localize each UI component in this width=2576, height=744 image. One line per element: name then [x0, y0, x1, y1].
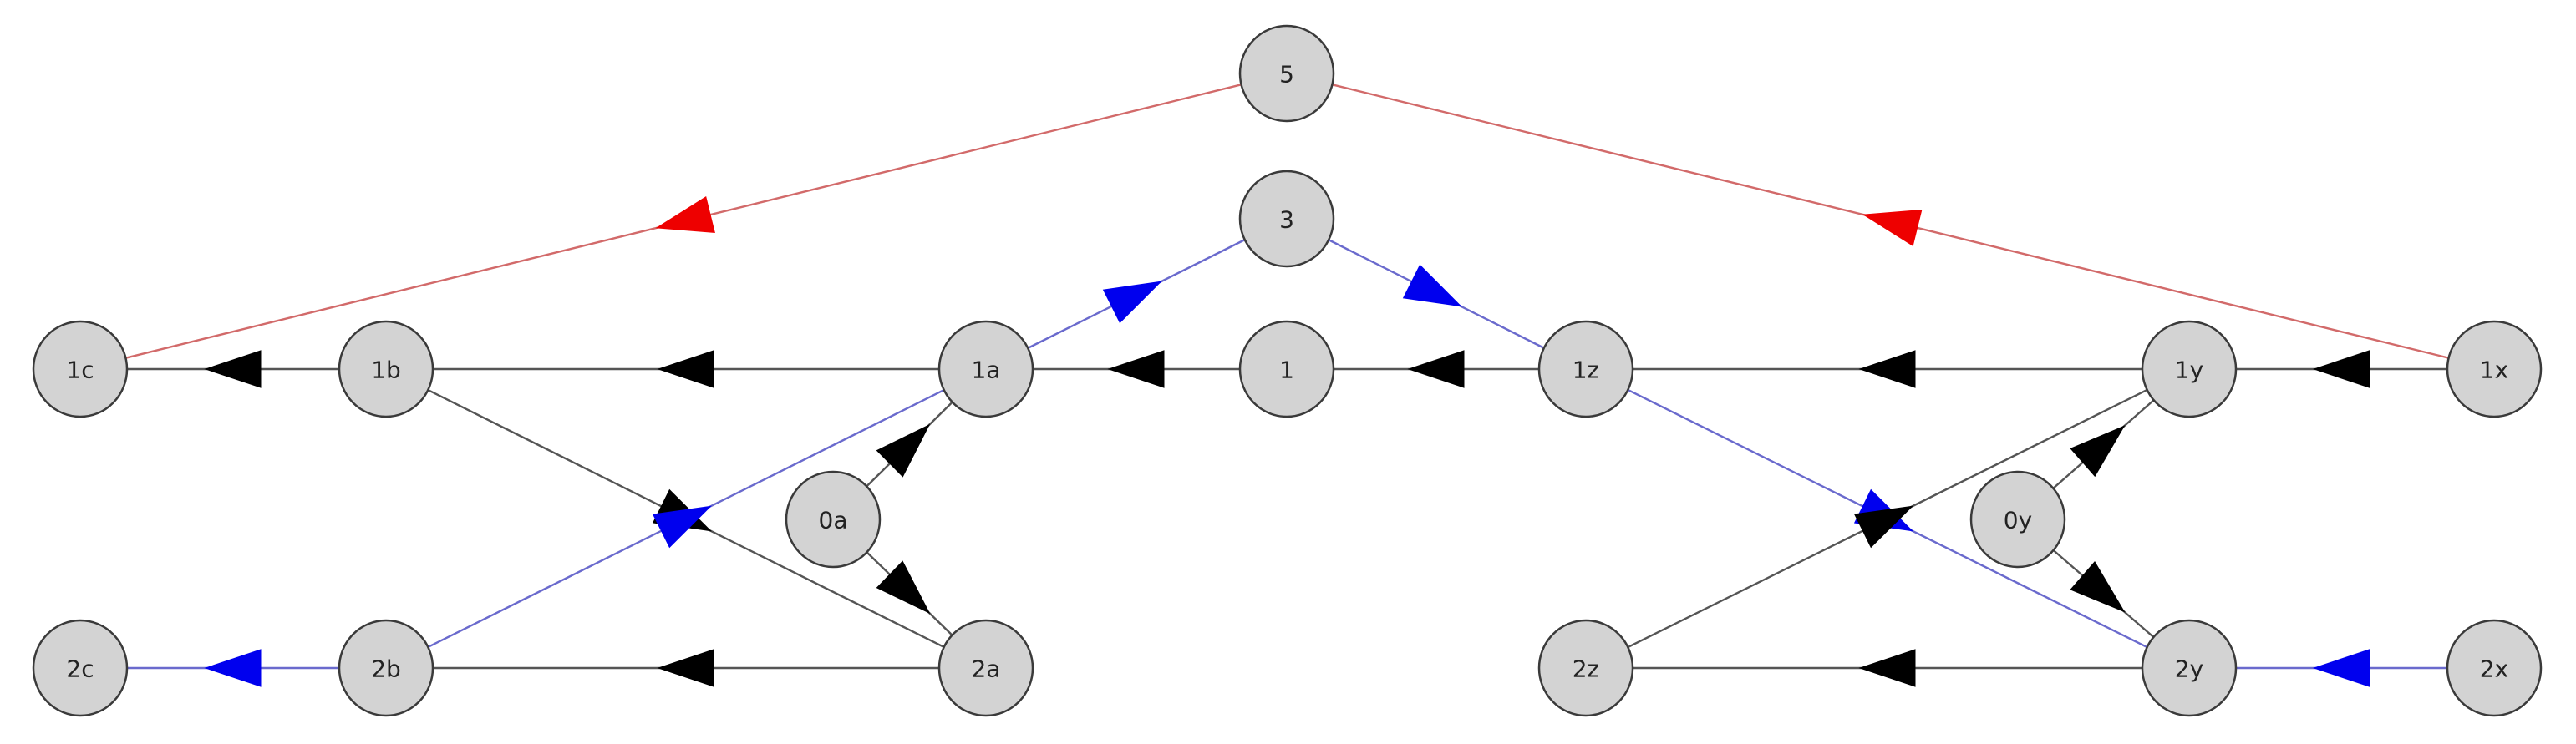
edge-arrowhead [876, 423, 931, 478]
node-1x[interactable]: 1x [2446, 320, 2543, 418]
edge-arrowhead [1407, 350, 1465, 388]
node-label: 1 [1279, 357, 1294, 384]
node-0y[interactable]: 0y [1969, 470, 2066, 569]
edge-arrowhead [652, 505, 712, 549]
edge-1z-to-1 [1334, 350, 1539, 388]
edge-1a-to-1b [433, 350, 939, 388]
edge-2z-to-1y [1627, 388, 2148, 649]
node-1[interactable]: 1 [1238, 320, 1335, 418]
node-layer: 5 3 1 1c 1b 1a 1z 1y 1x 0a 0y 2c 2b 2a 2z 2y 2x [32, 24, 2543, 717]
node-2c[interactable]: 2c [32, 619, 129, 717]
node-label: 1y [2175, 357, 2203, 384]
node-ellipse [338, 320, 434, 418]
node-5[interactable]: 5 [1238, 24, 1335, 123]
node-ellipse [32, 320, 129, 418]
edge-1x-to-5 [1332, 84, 2449, 359]
node-label: 2b [371, 655, 401, 683]
node-label: 0y [2004, 507, 2032, 534]
edge-1a-to-3 [1027, 239, 1246, 349]
node-ellipse [1537, 320, 1634, 418]
node-0a[interactable]: 0a [785, 470, 882, 569]
node-label: 1b [371, 357, 401, 384]
node-label: 1x [2480, 357, 2508, 384]
edge-5-to-1c [125, 84, 1242, 359]
node-2a[interactable]: 2a [937, 619, 1034, 717]
node-ellipse [2446, 619, 2543, 717]
node-ellipse [32, 619, 129, 717]
edge-arrowhead [655, 196, 715, 234]
node-label: 2z [1573, 655, 1600, 683]
node-label: 0a [819, 507, 848, 534]
edge-1x-to-1y [2236, 350, 2447, 388]
edge-arrowhead [657, 350, 714, 388]
edge-0a-to-2a [866, 551, 953, 636]
edge-arrowhead [204, 350, 262, 388]
node-1c[interactable]: 1c [32, 320, 129, 418]
node-3[interactable]: 3 [1238, 170, 1335, 268]
node-ellipse [1537, 619, 1634, 717]
node-label: 1c [66, 357, 94, 384]
node-1y[interactable]: 1y [2141, 320, 2238, 418]
edge-2y-to-2z [1633, 649, 2142, 687]
edge-arrowhead [204, 649, 262, 687]
edge-3-to-1z [1328, 239, 1545, 349]
node-2y[interactable]: 2y [2141, 619, 2238, 717]
node-label: 2x [2480, 655, 2508, 683]
edge-arrowhead [1853, 505, 1914, 549]
edge-1-to-1a [1033, 350, 1240, 388]
node-ellipse [2141, 619, 2238, 717]
edge-2b-to-2c [127, 649, 339, 687]
node-ellipse [937, 619, 1034, 717]
edge-arrowhead [1862, 209, 1923, 246]
node-ellipse [2141, 320, 2238, 418]
edge-arrowhead [1402, 264, 1462, 307]
edge-1b-to-1c [127, 350, 339, 388]
node-ellipse [338, 619, 434, 717]
node-label: 5 [1279, 61, 1294, 89]
node-label: 2c [66, 655, 94, 683]
edge-2a-to-2b [433, 649, 939, 687]
edge-2x-to-2y [2236, 649, 2447, 687]
edge-1y-to-1z [1633, 350, 2142, 388]
node-ellipse [1238, 24, 1335, 123]
node-ellipse [1969, 470, 2066, 569]
edge-arrowhead [1858, 350, 1916, 388]
node-label: 3 [1279, 206, 1294, 234]
node-2z[interactable]: 2z [1537, 619, 1634, 717]
edge-arrowhead [2312, 350, 2370, 388]
node-label: 2y [2175, 655, 2203, 683]
edge-0y-to-1y [2052, 399, 2155, 489]
node-ellipse [937, 320, 1034, 418]
node-1b[interactable]: 1b [338, 320, 434, 418]
edge-0a-to-1a [866, 401, 953, 488]
node-ellipse [785, 470, 882, 569]
edge-arrowhead [657, 649, 714, 687]
edge-arrowhead [2070, 560, 2126, 613]
node-ellipse [1238, 170, 1335, 268]
edge-arrowhead [2312, 649, 2370, 687]
edge-layer [125, 84, 2449, 687]
edge-2b-to-1a [427, 389, 945, 648]
node-2b[interactable]: 2b [338, 619, 434, 717]
edge-arrowhead [876, 560, 931, 615]
node-label: 2a [972, 655, 1001, 683]
node-label: 1a [972, 357, 1001, 384]
node-label: 1z [1573, 357, 1600, 384]
edge-arrowhead [1102, 281, 1162, 324]
node-1z[interactable]: 1z [1537, 320, 1634, 418]
edge-0y-to-2y [2052, 549, 2155, 638]
node-2x[interactable]: 2x [2446, 619, 2543, 717]
node-1a[interactable]: 1a [937, 320, 1034, 418]
node-ellipse [1238, 320, 1335, 418]
edge-arrowhead [1858, 649, 1916, 687]
edge-arrowhead [1107, 350, 1165, 388]
edge-arrowhead [2070, 425, 2126, 478]
node-ellipse [2446, 320, 2543, 418]
